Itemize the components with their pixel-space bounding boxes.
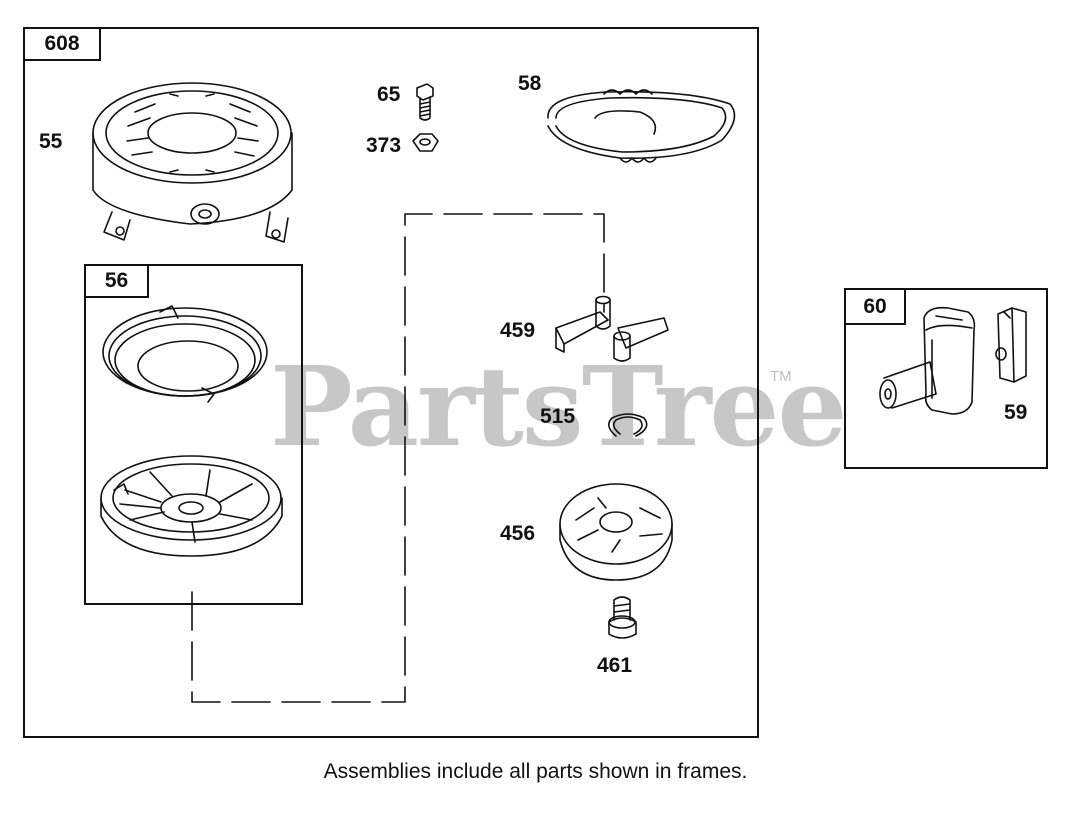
- assembly-56-frame: [84, 264, 303, 605]
- part-label-65: 65: [377, 83, 401, 106]
- watermark-trademark: TM: [770, 368, 792, 385]
- pawl-drawing: [555, 295, 669, 362]
- part-label-373: 373: [366, 134, 402, 157]
- cam-retainer-drawing: [559, 483, 673, 581]
- assembly-608-frame: [23, 27, 759, 738]
- retainer-ring-drawing: [608, 413, 648, 437]
- starter-housing-drawing: [92, 82, 293, 243]
- diagram-caption: Assemblies include all parts shown in fr…: [323, 760, 748, 783]
- rewind-spring-drawing: [102, 305, 268, 403]
- part-label-461: 461: [597, 654, 633, 677]
- part-label-459: 459: [500, 319, 536, 342]
- assembly-60-frame: [844, 288, 1048, 469]
- part-label-515: 515: [540, 405, 576, 428]
- assembly-60-tag: 60: [844, 288, 906, 325]
- handle-insert-drawing: [995, 307, 1027, 383]
- screw-drawing: [608, 596, 637, 639]
- bolt-drawing: [416, 83, 434, 121]
- part-label-59: 59: [1004, 401, 1028, 424]
- nut-drawing: [412, 133, 439, 152]
- part-label-456: 456: [500, 522, 536, 545]
- leader-lines: [191, 213, 605, 703]
- assembly-608-tag: 608: [23, 27, 101, 61]
- part-label-58: 58: [518, 72, 542, 95]
- starter-rope-drawing: [547, 89, 736, 163]
- pulley-drawing: [100, 455, 283, 557]
- watermark-text: PartsTree: [270, 342, 848, 471]
- assembly-56-tag: 56: [84, 264, 149, 298]
- starter-handle-drawing: [879, 306, 976, 415]
- part-label-55: 55: [39, 130, 63, 153]
